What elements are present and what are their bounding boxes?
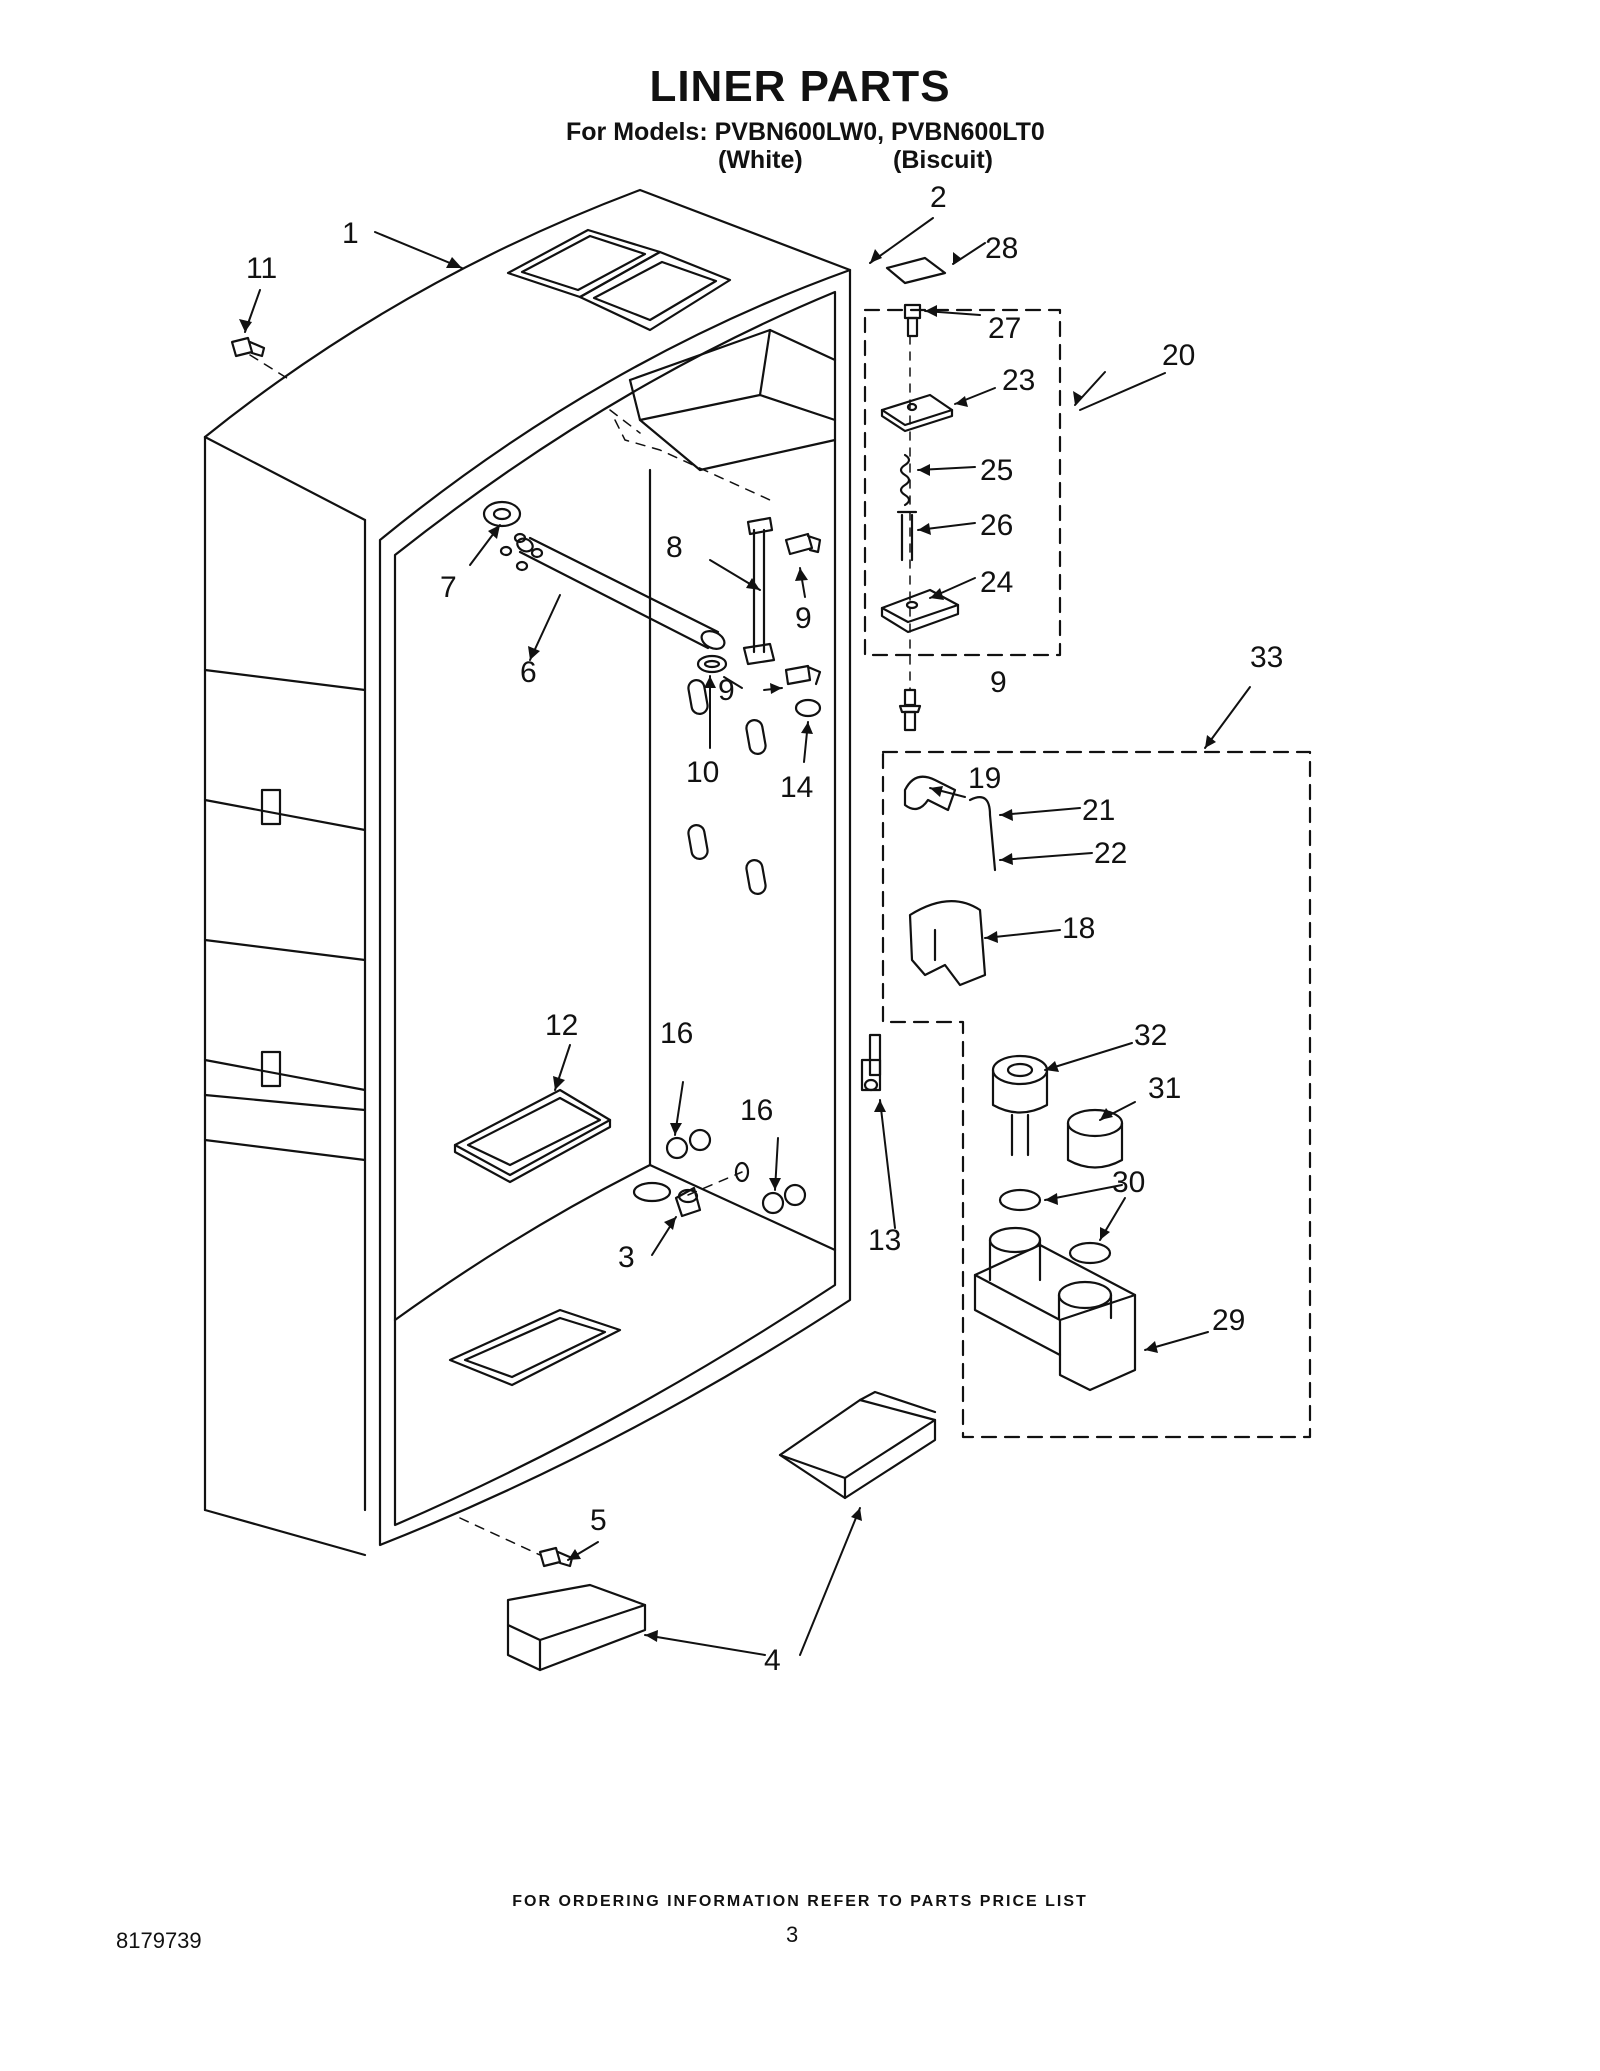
callout-31: 31 (1148, 1072, 1181, 1105)
part-16-plug-b (761, 1191, 785, 1215)
page-number: 3 (786, 1922, 799, 1947)
callout-14: 14 (780, 771, 813, 804)
part-7-grommet (482, 500, 544, 572)
callout-27: 27 (988, 312, 1021, 345)
part-5-screw (538, 1546, 574, 1568)
callout-9a: 9 (795, 602, 812, 635)
document-number: 8179739 (116, 1928, 202, 1953)
callout-labels: 1 2 3 4 5 6 7 8 9 9 9 10 11 12 13 14 16 … (246, 181, 1283, 1677)
callout-3: 3 (618, 1241, 635, 1274)
part-4-wedge-lower (506, 1583, 647, 1672)
callout-5: 5 (590, 1504, 607, 1537)
variant-white: (White) (718, 146, 803, 174)
part-32-cap (991, 1054, 1049, 1157)
part-29-filter-head (973, 1226, 1137, 1392)
callout-12: 12 (545, 1009, 578, 1042)
callout-23: 23 (1002, 364, 1035, 397)
callout-2: 2 (930, 181, 947, 214)
liner-cabinet (203, 188, 852, 1557)
callout-29: 29 (1212, 1304, 1245, 1337)
part-10-washer (696, 654, 728, 674)
part-30-oring-b (1068, 1241, 1112, 1265)
part-28-pad (885, 256, 947, 285)
part-25-spring (899, 453, 911, 507)
assembly-20-box (863, 308, 1062, 657)
callout-30: 30 (1112, 1166, 1145, 1199)
part-30-oring (998, 1188, 1042, 1212)
callout-13: 13 (868, 1224, 901, 1257)
callout-9c: 9 (990, 666, 1007, 699)
callout-6: 6 (520, 656, 537, 689)
part-4-wedge-upper (778, 1390, 937, 1500)
callout-26: 26 (980, 509, 1013, 542)
models-subtitle: For Models: PVBN600LW0, PVBN600LT0 (566, 118, 1045, 146)
callout-18: 18 (1062, 912, 1095, 945)
callout-1: 1 (342, 217, 359, 250)
callout-9b: 9 (718, 674, 735, 707)
part-21-wire (968, 796, 997, 872)
part-16-plug (665, 1136, 689, 1160)
callout-19: 19 (968, 762, 1001, 795)
ordering-note: FOR ORDERING INFORMATION REFER TO PARTS … (512, 1893, 1088, 1910)
part-6-tube (516, 536, 726, 650)
callout-25: 25 (980, 454, 1013, 487)
callout-7: 7 (440, 571, 457, 604)
callout-24: 24 (980, 566, 1013, 599)
callout-16a: 16 (660, 1017, 693, 1050)
part-8-bracket (742, 516, 776, 666)
part-3-knob (674, 1186, 702, 1218)
callout-20: 20 (1162, 339, 1195, 372)
callout-16b: 16 (740, 1094, 773, 1127)
part-12-tray (453, 1088, 612, 1184)
part-24-bracket (880, 588, 960, 634)
callout-10: 10 (686, 756, 719, 789)
callout-33: 33 (1250, 641, 1283, 674)
callout-22: 22 (1094, 837, 1127, 870)
part-11-screw (230, 336, 266, 358)
callout-21: 21 (1082, 794, 1115, 827)
callout-32: 32 (1134, 1019, 1167, 1052)
callout-11: 11 (246, 252, 277, 285)
part-14-washer (794, 698, 822, 718)
part-27-screw (903, 303, 922, 338)
part-13-fitting (860, 1033, 882, 1092)
part-19-clip (903, 775, 957, 812)
part-18-housing (908, 900, 987, 987)
part-9-screws (784, 532, 922, 732)
callout-8: 8 (666, 531, 683, 564)
part-31-cap (1066, 1108, 1124, 1169)
variant-biscuit: (Biscuit) (893, 146, 993, 174)
part-26-pin (896, 510, 918, 562)
callout-28: 28 (985, 232, 1018, 265)
callout-4: 4 (764, 1644, 781, 1677)
page-title: LINER PARTS (649, 62, 951, 111)
assembly-33-box (881, 750, 1312, 1439)
part-23-plate (880, 393, 954, 433)
